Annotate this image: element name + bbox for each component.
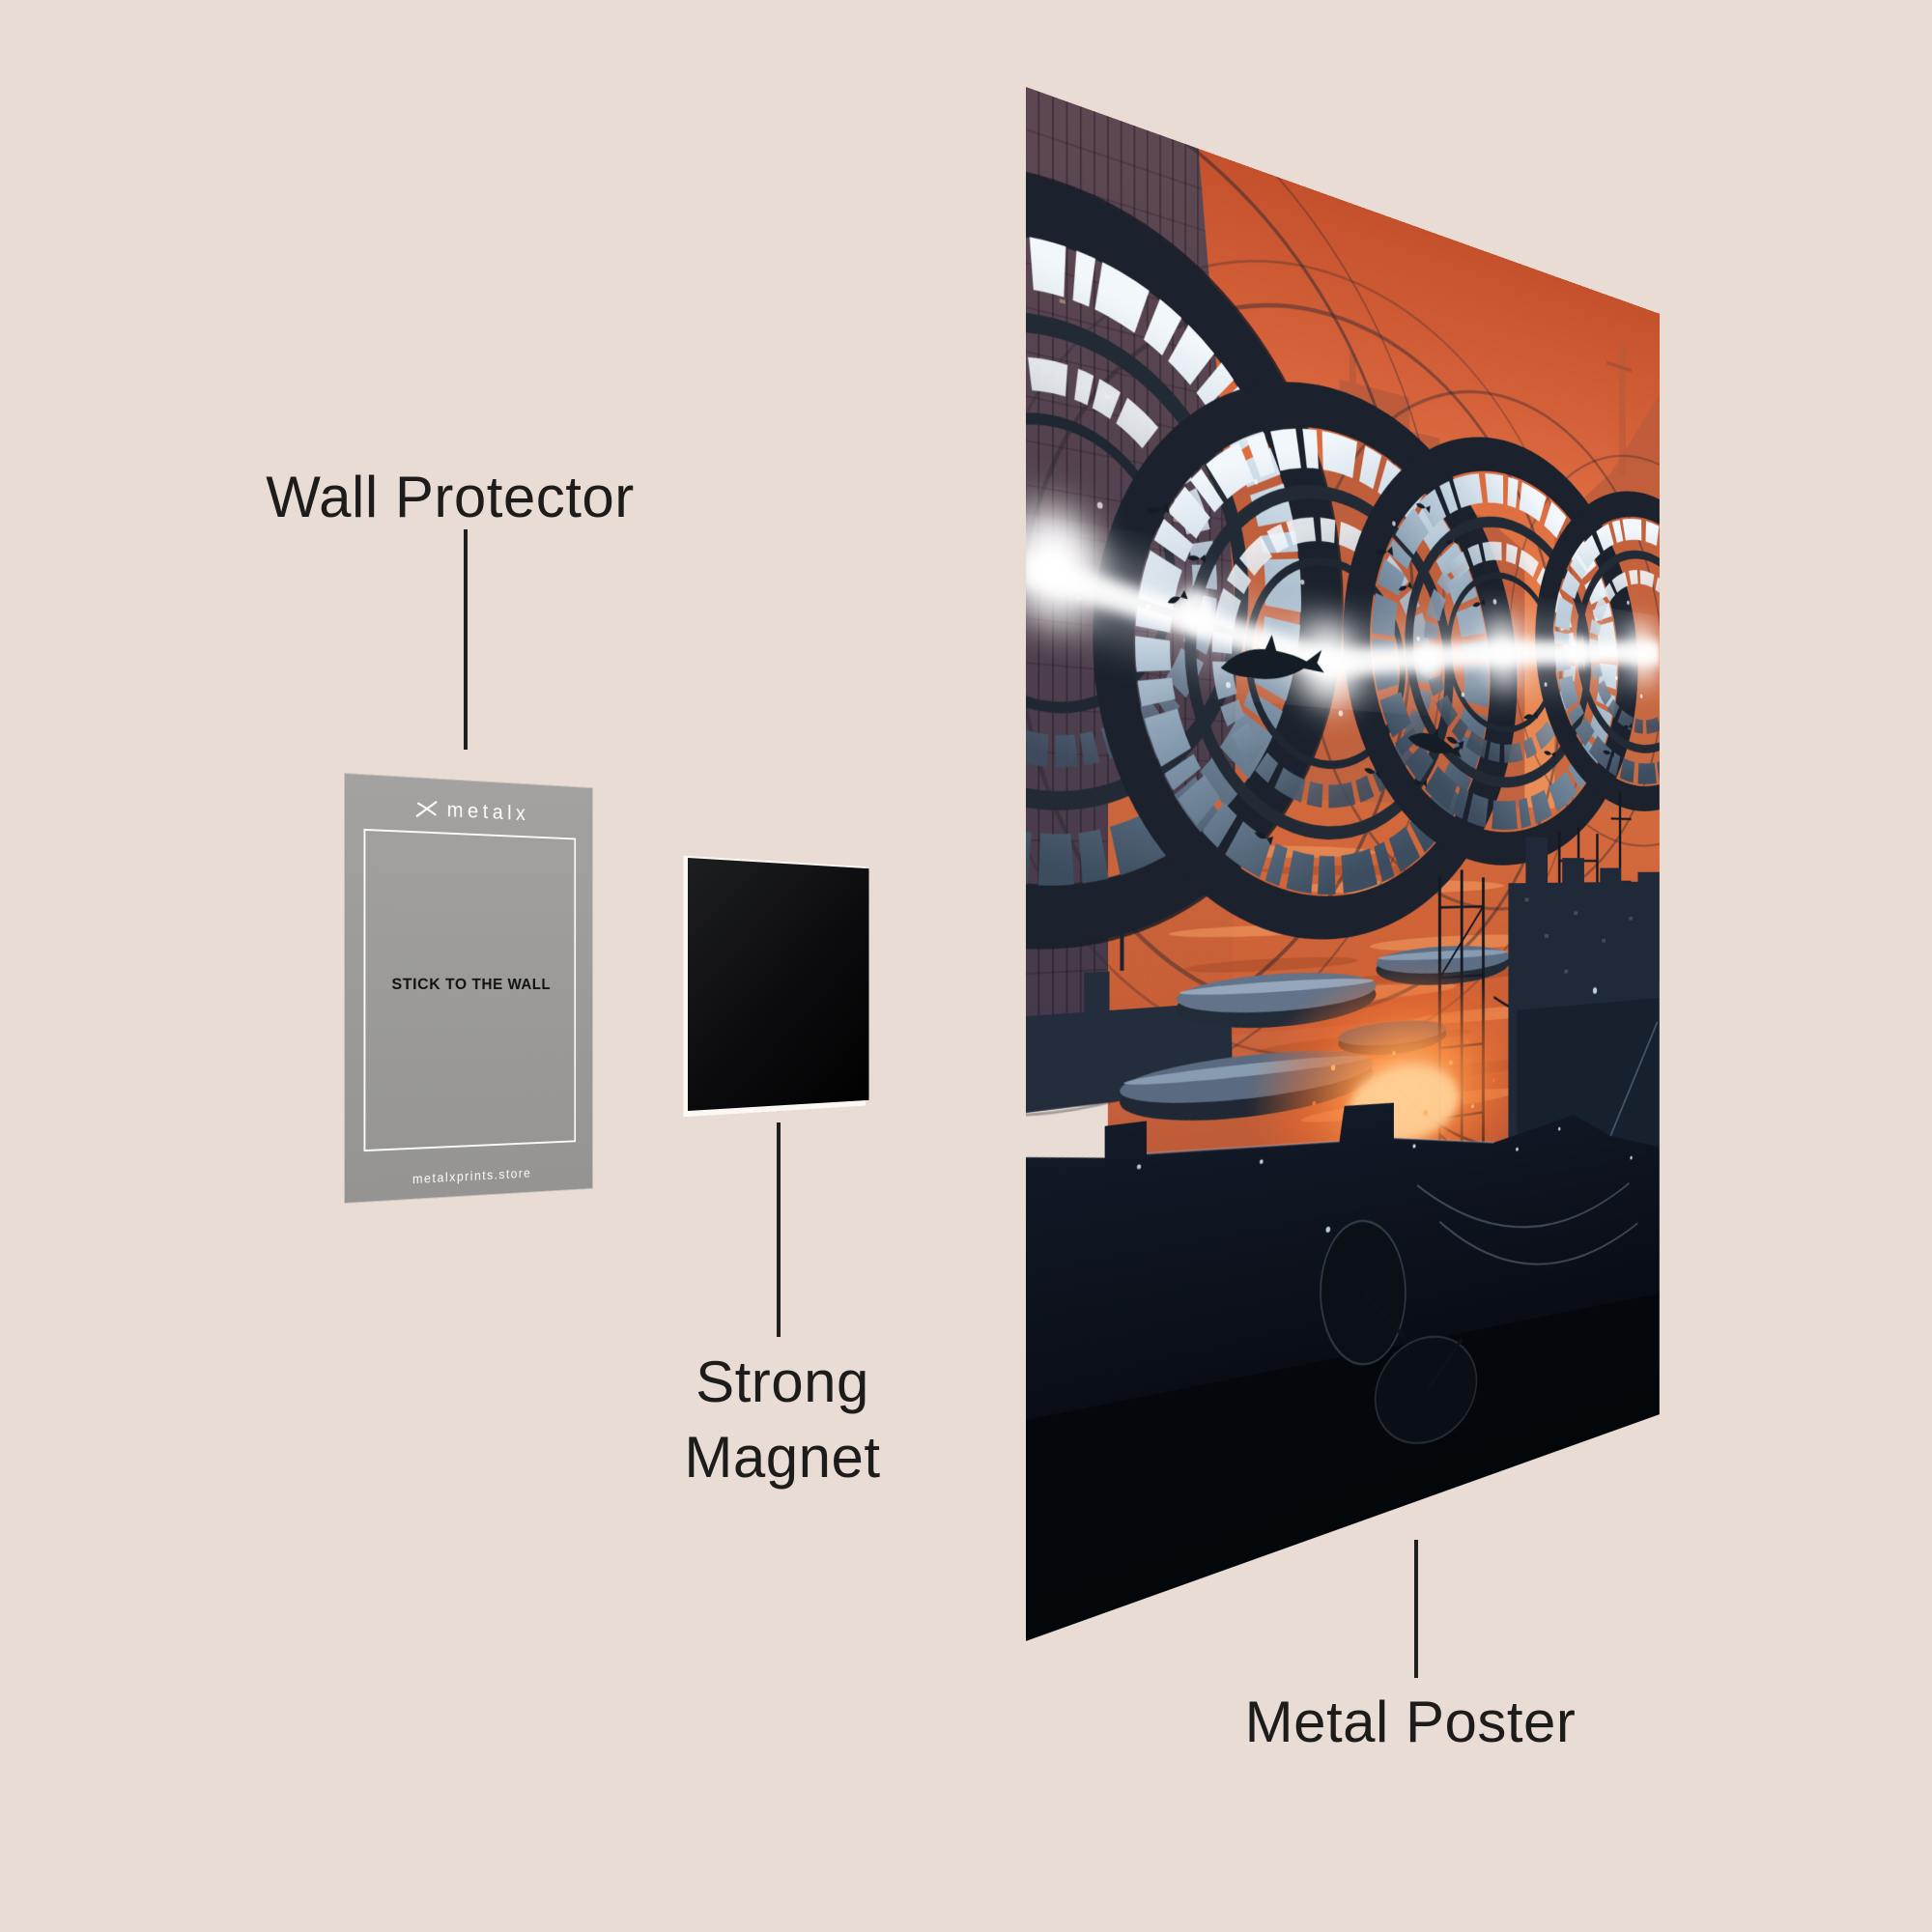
strong-magnet-connector-line [777, 1122, 781, 1337]
metal-poster-label: Metal Poster [1244, 1690, 1577, 1754]
card-footer-text: metalxprints.store [412, 1166, 532, 1187]
wall-protector-card: metalx STICK TO THE WALL metalxprints.st… [345, 774, 593, 1203]
water-band [1107, 792, 1660, 1249]
metal-poster-connector-line [1414, 1540, 1418, 1678]
left-parapet [1026, 965, 1233, 1113]
strong-magnet-label-line1: Strong [696, 1350, 869, 1414]
metalx-brand: metalx [345, 791, 592, 830]
strong-magnet-label-line2: Magnet [684, 1425, 881, 1490]
strong-magnet [683, 855, 869, 1118]
wall-protector-label: Wall Protector [266, 465, 635, 529]
wall-protector-connector-line [464, 529, 468, 750]
fire-glow [1247, 956, 1540, 1242]
brand-wordmark: metalx [446, 797, 530, 826]
strong-magnet-label: Strong Magnet [541, 1345, 1024, 1495]
magnet-face [688, 858, 869, 1111]
metal-poster [1026, 87, 1660, 1641]
poster-artwork [1026, 87, 1660, 1641]
metalx-logo-icon [414, 797, 439, 820]
light-beam [1026, 500, 1660, 731]
card-center-text: STICK TO THE WALL [391, 975, 552, 993]
